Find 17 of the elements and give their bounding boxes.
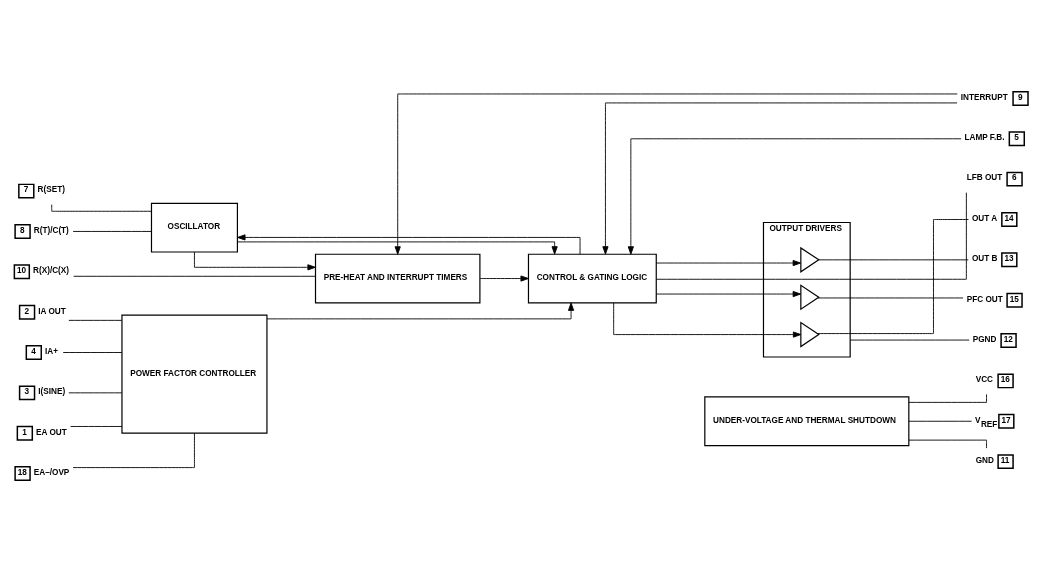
node-label: R(X)/C(X) [33, 266, 70, 276]
node-label: EA–/OVP [33, 467, 70, 477]
node-label: PFC OUT [966, 294, 1003, 304]
node-label: LFB OUT [966, 173, 1003, 183]
node-label: INTERRUPT [960, 92, 1008, 102]
node-label: IA+ [45, 346, 58, 356]
node-label: LAMP F.B. [964, 133, 1005, 143]
node-label: GND [975, 455, 994, 465]
node-label: R(SET) [37, 185, 65, 195]
node-label: R(T)/C(T) [33, 225, 69, 235]
node-label: I(SINE) [38, 387, 66, 397]
node-label: IA OUT [38, 306, 66, 316]
node-label: EA OUT [36, 427, 67, 437]
node-label: VCC [975, 375, 994, 385]
node-label: OUT B [971, 254, 998, 264]
node-label: PGND [972, 334, 997, 344]
node-label: OUT A [971, 213, 998, 223]
